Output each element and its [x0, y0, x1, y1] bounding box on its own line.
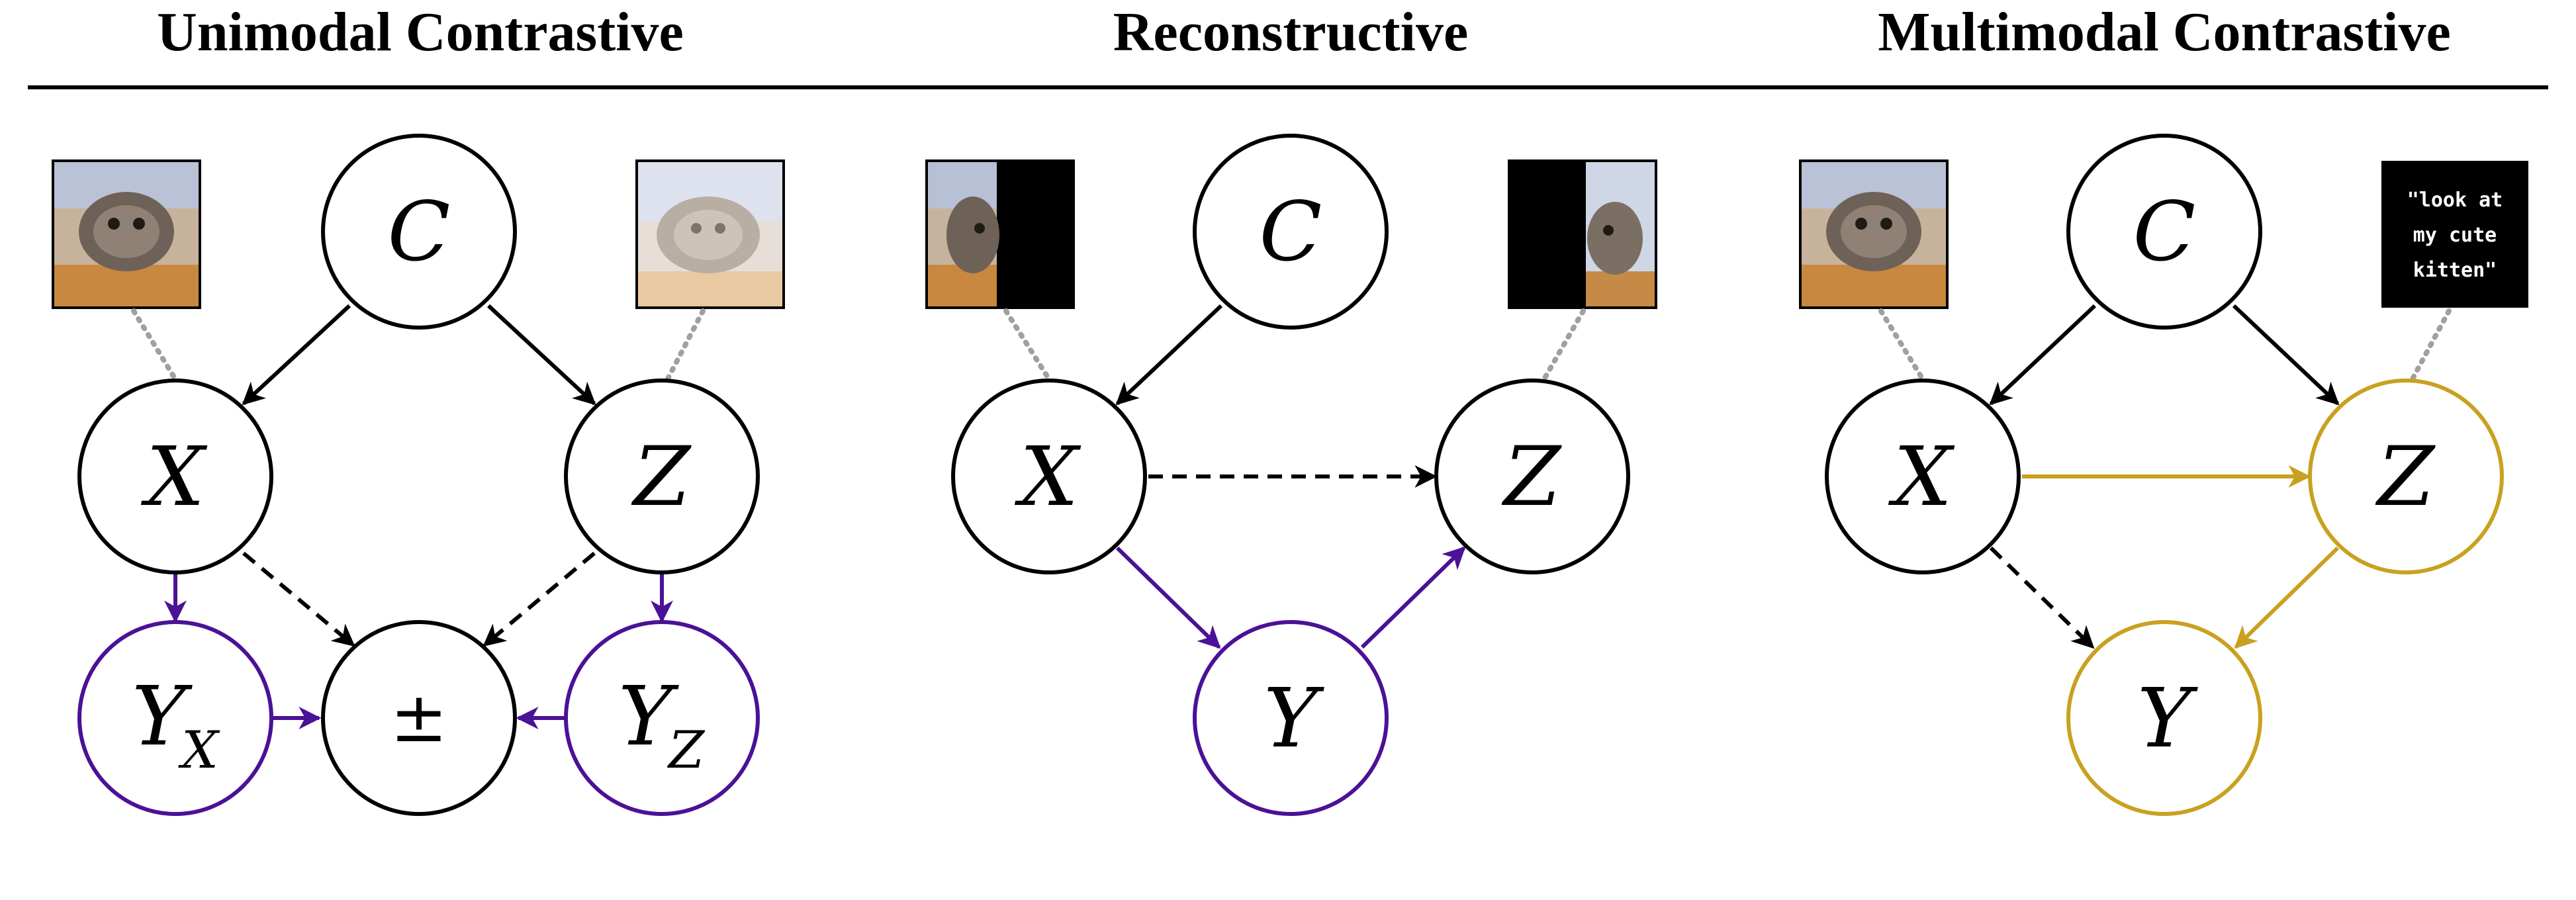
node-z: Z: [2308, 379, 2504, 574]
dotted-link-right: [2408, 308, 2452, 385]
node-pm: ±: [321, 620, 517, 816]
node-z-label: Z: [1501, 429, 1562, 525]
cat-image-right-half-icon: [1508, 159, 1657, 309]
panel-title-unimodal: Unimodal Contrastive: [157, 1, 684, 63]
edge-c-z: [2232, 304, 2340, 406]
panel-title-reconstructive: Reconstructive: [1113, 1, 1468, 63]
node-yz-label: Y: [618, 669, 679, 764]
panel-unimodal: C X Z Y X ± Y Z: [52, 134, 785, 816]
node-z: Z: [564, 379, 760, 574]
panel-title-multimodal: Multimodal Contrastive: [1878, 1, 2451, 63]
dotted-link-left: [1003, 308, 1054, 385]
cat-image-left-half-icon: [925, 159, 1075, 309]
node-c-label: C: [1260, 185, 1322, 280]
caption-line-3: kitten": [2413, 259, 2497, 282]
cat-image-icon: [1799, 159, 1949, 309]
node-x: X: [77, 379, 273, 574]
edge-c-x: [1115, 304, 1223, 406]
node-z-label: Z: [2375, 429, 2436, 525]
edge-x-y: [1115, 546, 1221, 649]
caption-line-2: my cute: [2413, 224, 2497, 247]
node-c-label: C: [2133, 185, 2196, 280]
dotted-link-right: [663, 308, 706, 385]
node-yz-subscript: Z: [667, 721, 706, 780]
dotted-link-right: [1540, 308, 1586, 385]
node-c: C: [2066, 134, 2262, 330]
node-yz: Y Z: [564, 620, 760, 816]
node-yx-label: Y: [132, 669, 193, 764]
node-x-label: X: [141, 429, 208, 525]
node-y-label: Y: [1264, 671, 1324, 766]
node-x: X: [951, 379, 1147, 574]
node-x-label: X: [1015, 429, 1081, 525]
node-z-label: Z: [631, 429, 692, 525]
node-c: C: [321, 134, 517, 330]
caption-line-1: "look at: [2407, 189, 2503, 212]
edge-c-z: [486, 304, 596, 406]
node-y: Y: [1193, 620, 1389, 816]
node-y: Y: [2066, 620, 2262, 816]
node-c: C: [1193, 134, 1389, 330]
edge-x-y-dashed: [1989, 546, 2095, 649]
edge-c-x: [1989, 304, 2097, 406]
node-pm-label: ±: [390, 677, 447, 758]
node-y-label: Y: [2137, 671, 2198, 766]
node-z: Z: [1434, 379, 1630, 574]
node-x-label: X: [1888, 429, 1955, 525]
edge-x-pm: [242, 551, 355, 647]
cat-image-augmented-icon: [635, 159, 785, 309]
edge-z-pm: [483, 551, 596, 647]
dotted-link-left: [131, 308, 180, 385]
node-yx: Y X: [77, 620, 273, 816]
dotted-link-left: [1878, 308, 1927, 385]
panel-multimodal: "look at my cute kitten" C X Z Y: [1799, 134, 2528, 816]
panel-reconstructive: C X Z Y: [925, 134, 1657, 816]
edge-y-z: [1360, 546, 1466, 649]
cat-image-icon: [52, 159, 201, 309]
edge-c-x: [242, 304, 351, 406]
node-x: X: [1825, 379, 2021, 574]
node-yx-subscript: X: [177, 721, 220, 780]
text-caption-icon: "look at my cute kitten": [2381, 161, 2528, 308]
edge-z-y: [2234, 546, 2340, 649]
node-c-label: C: [388, 185, 451, 280]
